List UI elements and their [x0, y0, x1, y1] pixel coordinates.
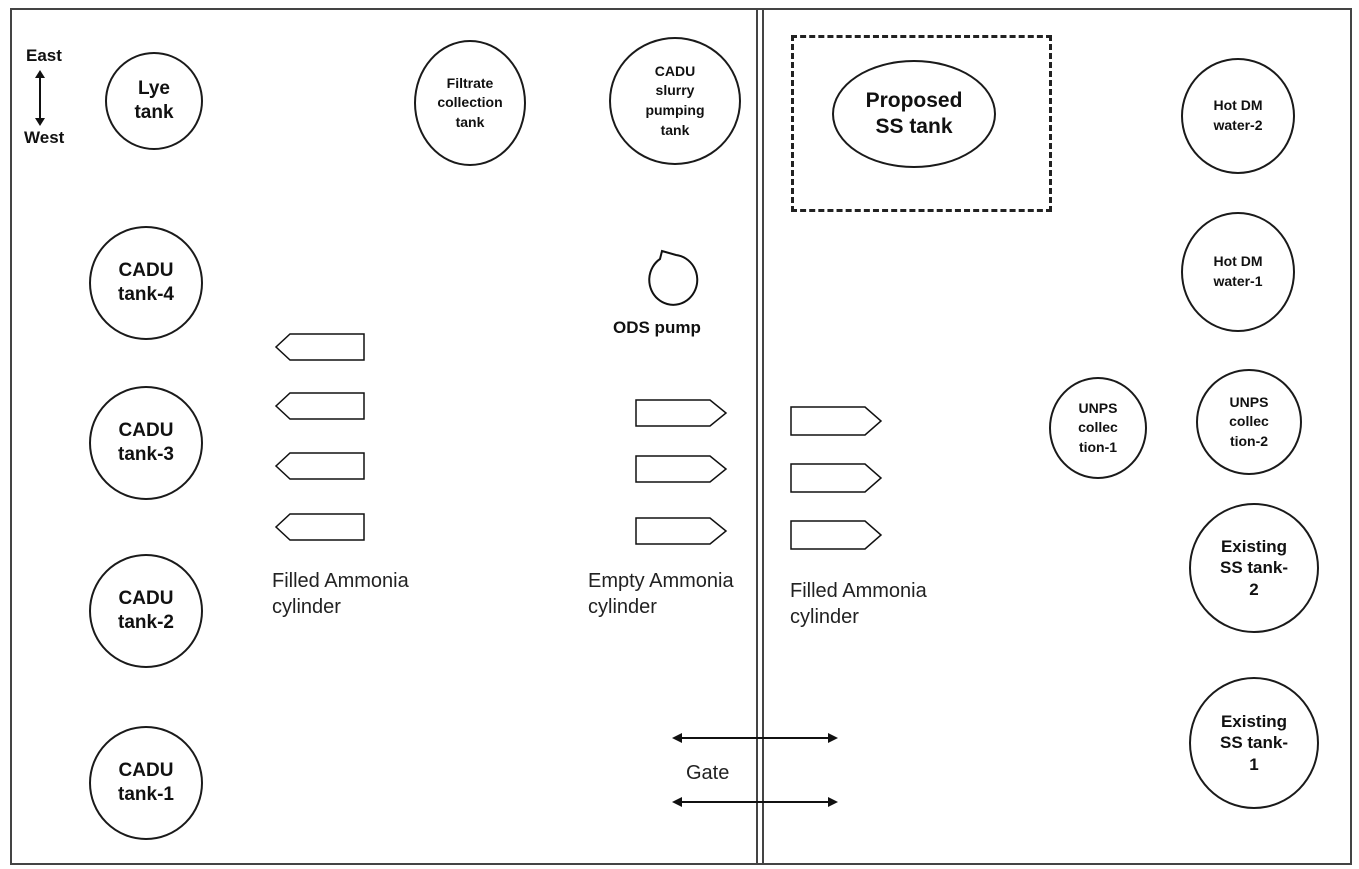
empty-ammonia-cylinder-label: Empty Ammonia cylinder — [588, 570, 734, 618]
filled-cylinders-right — [790, 406, 883, 550]
existing-ss-tank-1: Existing SS tank- 1 — [1189, 677, 1319, 809]
proposed-area-boundary — [791, 35, 1052, 212]
compass-west-label: West — [24, 128, 65, 147]
filled-cylinder-left-4 — [274, 513, 365, 541]
lye-tank: Lye tank — [105, 52, 203, 150]
existing-ss-tank-2: Existing SS tank- 2 — [1189, 503, 1319, 633]
hot-dm-water-1-tank: Hot DM water-1 — [1181, 212, 1295, 332]
cadu-tank-3: CADU tank-3 — [89, 386, 203, 500]
empty-cylinders-middle — [635, 399, 728, 545]
filled-cylinder-left-3 — [274, 452, 365, 480]
cadu-tank-1: CADU tank-1 — [89, 726, 203, 840]
filled-ammonia-cylinder-left-label: Filled Ammonia cylinder — [272, 570, 409, 618]
outer-boundary — [10, 8, 1352, 865]
ods-pump-label: ODS pump — [613, 318, 701, 337]
unps-collection-1-tank: UNPS collec tion-1 — [1049, 377, 1147, 479]
cadu-tank-2: CADU tank-2 — [89, 554, 203, 668]
divider-line-left — [756, 10, 758, 863]
cadu-slurry-pumping-tank: CADU slurry pumping tank — [609, 37, 741, 165]
empty-cylinder-2 — [635, 455, 728, 483]
divider-line-right — [762, 10, 764, 863]
filled-cylinder-left-1 — [274, 333, 365, 361]
filled-cylinder-right-2 — [790, 463, 883, 493]
proposed-ss-tank: Proposed SS tank — [832, 60, 996, 168]
empty-cylinder-1 — [635, 399, 728, 427]
compass-east-label: East — [26, 46, 62, 65]
proposed-ss-tank-label: Proposed SS tank — [865, 88, 963, 138]
filled-cylinder-left-2 — [274, 392, 365, 420]
filled-cylinder-right-1 — [790, 406, 883, 436]
unps-collection-2-tank: UNPS collec tion-2 — [1196, 369, 1302, 475]
hot-dm-water-2-tank: Hot DM water-2 — [1181, 58, 1295, 174]
gate-arrows-icon — [672, 733, 838, 807]
gate-label: Gate — [686, 762, 730, 784]
filled-cylinders-left — [274, 333, 365, 541]
empty-cylinder-3 — [635, 517, 728, 545]
compass-arrow-icon — [35, 70, 45, 126]
filtrate-collection-tank: Filtrate collection tank — [414, 40, 526, 166]
filled-cylinder-right-3 — [790, 520, 883, 550]
cadu-tank-4: CADU tank-4 — [89, 226, 203, 340]
ods-pump-icon — [648, 249, 699, 306]
filled-ammonia-cylinder-right-label: Filled Ammonia cylinder — [790, 580, 927, 628]
